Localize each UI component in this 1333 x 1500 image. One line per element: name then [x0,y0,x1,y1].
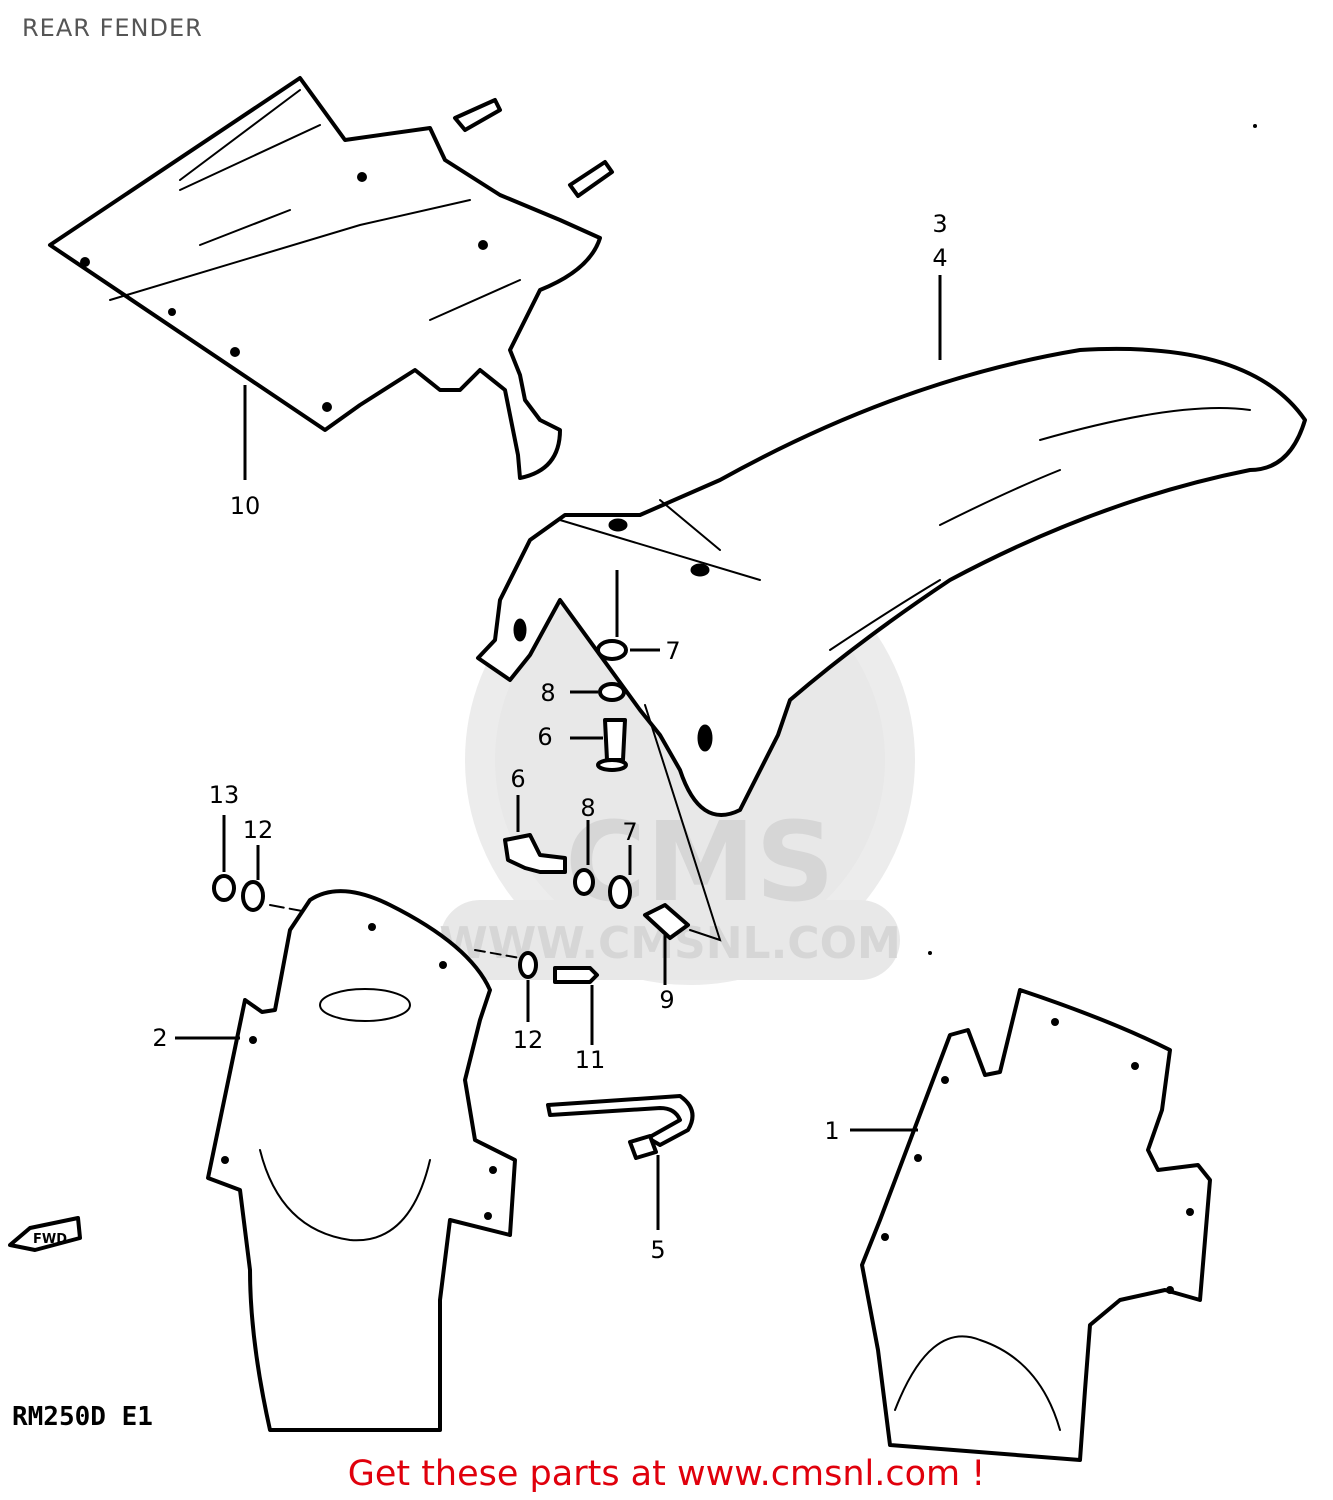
part-11-12-bolt-washer [474,949,599,1045]
page-title: REAR FENDER [22,14,203,42]
part-1-plate [850,988,1212,1462]
model-code: RM250D E1 [12,1402,153,1432]
get-parts-link[interactable]: Get these parts at www.cmsnl.com ! [347,1454,986,1494]
callout-7a: 7 [665,637,680,665]
watermark-brand: CMS [565,798,834,926]
callout-13: 13 [209,781,240,809]
callout-3: 3 [932,210,947,238]
callout-6a: 6 [537,723,552,751]
part-10-under-tray [48,76,614,480]
callout-8a: 8 [540,679,555,707]
callout-12b: 12 [513,1026,544,1054]
callout-9: 9 [659,986,674,1014]
callout-1: 1 [824,1117,839,1145]
callout-11: 11 [575,1046,606,1074]
callout-5: 5 [650,1236,665,1264]
callouts: 3 4 10 7 8 6 6 8 7 9 13 12 12 11 2 1 5 [152,210,947,1264]
hardware-group [503,570,722,985]
callout-6b: 6 [510,765,525,793]
callout-10: 10 [230,492,261,520]
callout-8b: 8 [580,794,595,822]
part-2-mud-flap [175,889,517,1432]
fwd-label: FWD [33,1232,67,1247]
part-5-strap [546,1094,695,1230]
part-3-4-rear-fender [476,275,1307,817]
callout-2: 2 [152,1024,167,1052]
fwd-arrow: FWD [8,1216,82,1252]
callout-12a: 12 [243,816,274,844]
callout-7b: 7 [622,818,637,846]
callout-4: 4 [932,244,947,272]
